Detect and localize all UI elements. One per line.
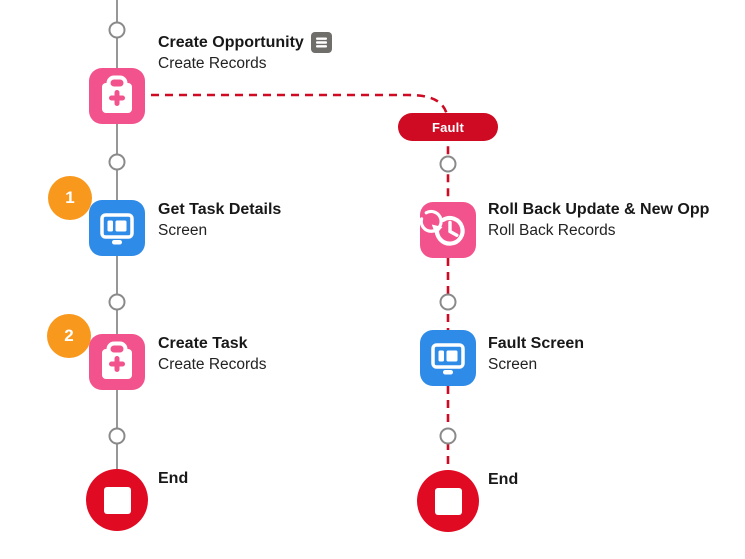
node-subtitle: Screen <box>158 222 208 239</box>
node-fault-screen[interactable] <box>420 330 476 386</box>
node-label-fault-screen: Fault Screen Screen <box>488 333 584 375</box>
connector-dot[interactable] <box>108 21 126 39</box>
node-subtitle: Create Records <box>158 55 267 72</box>
connector-dot[interactable] <box>439 155 457 173</box>
node-title[interactable]: Fault Screen <box>488 335 585 352</box>
node-title[interactable]: Create Opportunity <box>158 32 332 53</box>
node-title[interactable]: Get Task Details <box>158 201 282 218</box>
description-icon <box>310 32 332 53</box>
node-label-end-left: End <box>158 468 188 489</box>
connector-dot[interactable] <box>439 293 457 311</box>
node-label-create-task: Create Task Create Records <box>158 333 267 375</box>
node-end-right[interactable] <box>417 470 479 532</box>
node-create-task[interactable] <box>89 334 145 390</box>
end-icon <box>434 487 462 515</box>
node-end-left[interactable] <box>86 469 148 531</box>
screen-icon <box>100 213 134 245</box>
node-title[interactable]: Roll Back Update & New Opp <box>488 201 710 218</box>
node-subtitle: Screen <box>488 356 538 373</box>
node-subtitle: Roll Back Records <box>488 222 616 239</box>
roll-back-records-icon <box>420 209 465 246</box>
create-records-icon <box>102 341 132 379</box>
node-roll-back[interactable] <box>420 202 476 258</box>
fault-branch-line <box>151 93 450 470</box>
node-get-task-details[interactable] <box>89 200 145 256</box>
connector-dot[interactable] <box>439 427 457 445</box>
connector-dot[interactable] <box>108 293 126 311</box>
connector-dot[interactable] <box>108 153 126 171</box>
create-records-icon <box>102 75 132 113</box>
step-badge: 2 <box>47 314 91 358</box>
screen-icon <box>431 343 465 375</box>
node-label-roll-back: Roll Back Update & New Opp Roll Back Rec… <box>488 199 709 241</box>
node-title[interactable]: End <box>158 470 189 487</box>
step-badge: 1 <box>48 176 92 220</box>
node-create-opportunity[interactable] <box>89 68 145 124</box>
end-icon <box>103 486 131 514</box>
node-label-get-task-details: Get Task Details Screen <box>158 199 281 241</box>
node-title[interactable]: Create Task <box>158 335 248 352</box>
node-label-create-opportunity: Create Opportunity Create Records <box>158 32 332 74</box>
connector-dot[interactable] <box>108 427 126 445</box>
node-title[interactable]: End <box>488 471 519 488</box>
node-label-end-right: End <box>488 469 518 490</box>
fault-connector-label: Fault <box>398 113 498 141</box>
node-subtitle: Create Records <box>158 356 267 373</box>
